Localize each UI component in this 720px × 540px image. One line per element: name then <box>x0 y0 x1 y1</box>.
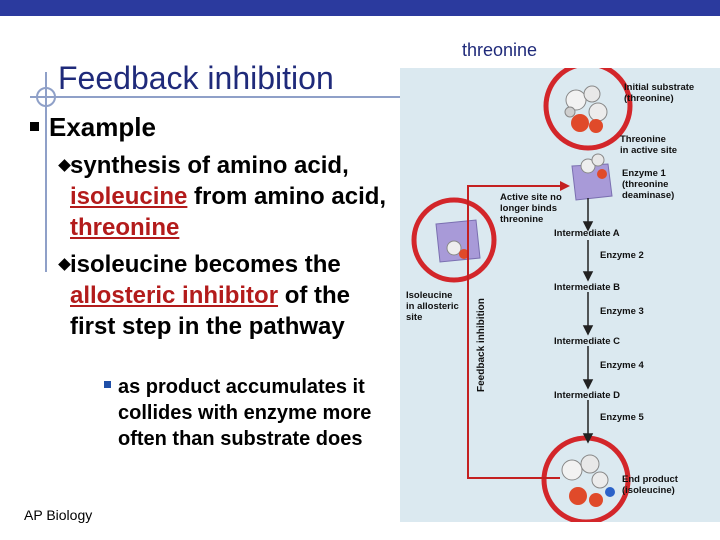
diamond-bullet-icon <box>58 258 71 271</box>
slide-title: Feedback inhibition <box>58 60 334 96</box>
title-rule <box>30 96 408 98</box>
enzyme1-text: Enzyme 1 <box>622 168 667 179</box>
allosteric-highlight-circle <box>411 197 497 283</box>
feedback-arrowhead <box>560 181 570 191</box>
initial-substrate-paren: (threonine) <box>624 93 674 104</box>
feedback-vertical-text: Feedback inhibition <box>476 298 487 392</box>
feedback-line <box>467 185 560 479</box>
isoleucine-link: isoleucine <box>70 183 188 210</box>
left-rule <box>45 72 47 272</box>
bullet-example: Example <box>30 112 156 143</box>
threonine-link: threonine <box>70 214 180 241</box>
enzyme-inhibited-icon <box>435 219 481 263</box>
threonine-active-text: Threonine <box>620 134 666 145</box>
initial-substrate-text: Initial substrate <box>624 82 694 93</box>
threonine-label: threonine <box>462 40 538 60</box>
top-bar <box>0 0 720 16</box>
intermediate-b-text: Intermediate B <box>554 282 620 293</box>
enzyme2-text: Enzyme 2 <box>600 250 644 261</box>
sub2-text-b: of the first step in the pathway <box>70 282 351 340</box>
iso-allo-line3: site <box>406 312 422 323</box>
diamond-bullet-icon <box>58 159 71 172</box>
sub3-text: as product accumulates it collides with … <box>118 376 372 450</box>
sub-sub-bullet: as product accumulates it collides with … <box>104 374 388 452</box>
footer-label: AP Biology <box>24 507 93 523</box>
enzyme1-paren-a: (threonine <box>622 179 668 190</box>
in-active-site-text: in active site <box>620 145 677 156</box>
threonine-highlight-circle <box>543 68 633 151</box>
no-bind-line3: threonine <box>500 214 543 225</box>
no-bind-line2: longer binds <box>500 203 557 214</box>
iso-allo-line2: in allosteric <box>406 301 459 312</box>
arrowhead-5 <box>582 433 594 444</box>
sub1-text-a: synthesis of amino acid, <box>70 152 349 179</box>
sub1-text-b: from amino acid, <box>187 183 387 210</box>
intermediate-d-text: Intermediate D <box>554 390 620 401</box>
intermediate-a-text: Intermediate A <box>554 228 620 239</box>
feedback-diagram: Initial substrate (threonine) Threonine … <box>400 68 720 522</box>
end-product-text: End product <box>622 474 679 485</box>
enzyme4-text: Enzyme 4 <box>600 360 645 371</box>
sub-bullet-1: synthesis of amino acid, isoleucine from… <box>58 150 390 243</box>
arrowhead-2 <box>582 271 594 282</box>
isoleucine-molecule-icon <box>561 454 615 507</box>
intermediate-c-text: Intermediate C <box>554 336 620 347</box>
threonine-molecule-icon <box>564 85 608 133</box>
sub-bullet-2: isoleucine becomes the allosteric inhibi… <box>58 249 390 342</box>
arrowhead-1 <box>582 221 594 232</box>
end-product-paren: (isoleucine) <box>622 485 675 496</box>
sub2-text-a: isoleucine becomes the <box>70 251 341 278</box>
arrowhead-3 <box>582 325 594 336</box>
no-bind-line1: Active site no <box>500 192 562 203</box>
bullet-example-text: Example <box>49 112 156 142</box>
arrowhead-4 <box>582 379 594 390</box>
enzyme1-paren-b: deaminase) <box>622 190 674 201</box>
iso-allo-line1: Isoleucine <box>406 290 452 301</box>
enzyme3-text: Enzyme 3 <box>600 306 644 317</box>
allosteric-inhibitor-link: allosteric inhibitor <box>70 282 279 309</box>
small-square-bullet-icon <box>104 381 111 388</box>
crosshair-icon <box>36 87 56 107</box>
enzyme5-text: Enzyme 5 <box>600 412 645 423</box>
square-bullet-icon <box>30 122 39 131</box>
enzyme1-molecule-icon <box>571 153 613 201</box>
